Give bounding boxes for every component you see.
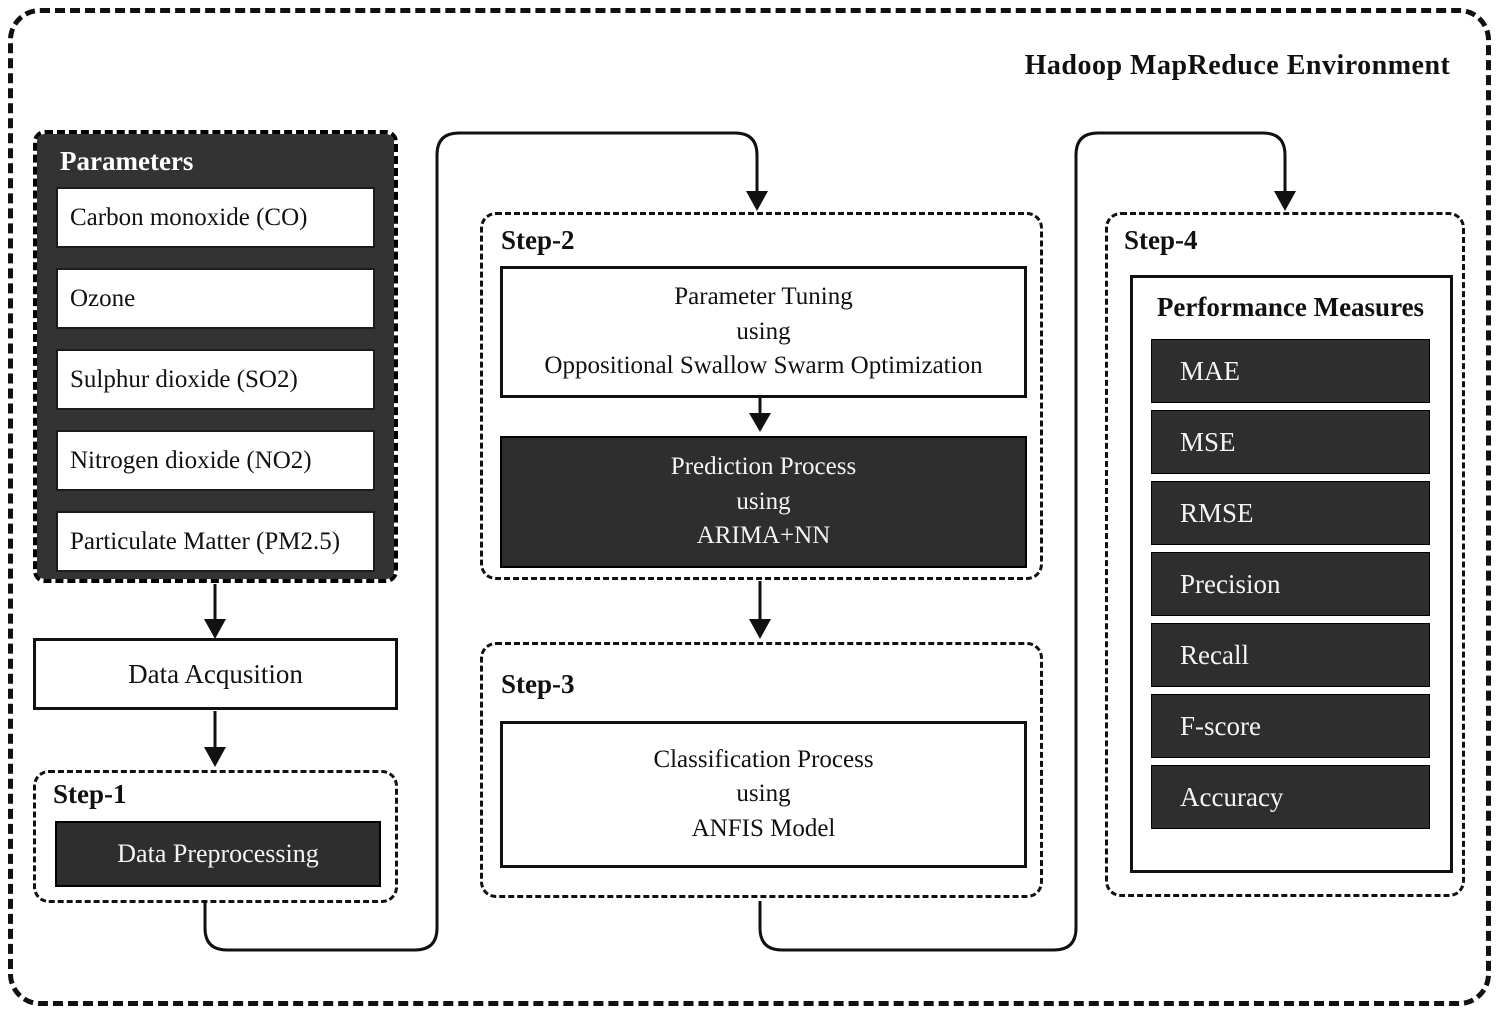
tuning-line-3: Oppositional Swallow Swarm Optimization bbox=[544, 352, 983, 380]
tuning-line-1: Parameter Tuning bbox=[674, 283, 853, 311]
step1-container: Step-1 Data Preprocessing bbox=[33, 770, 398, 903]
parameter-item-co: Carbon monoxide (CO) bbox=[56, 187, 375, 248]
step3-container: Step-3 Classification Process using ANFI… bbox=[480, 642, 1043, 898]
performance-measures-panel: Performance Measures MAE MSE RMSE Precis… bbox=[1130, 275, 1453, 873]
measure-item-accuracy: Accuracy bbox=[1151, 765, 1430, 829]
step3-heading: Step-3 bbox=[501, 669, 575, 699]
classification-line-2: using bbox=[736, 780, 791, 808]
tuning-line-2: using bbox=[736, 317, 791, 345]
data-acquisition-box: Data Acqusition bbox=[33, 638, 398, 710]
step4-container: Step-4 Performance Measures MAE MSE RMSE… bbox=[1105, 212, 1465, 897]
environment-title: Hadoop MapReduce Environment bbox=[1024, 50, 1451, 81]
parameters-panel: Parameters Carbon monoxide (CO) Ozone Su… bbox=[33, 130, 398, 583]
measure-item-rmse: RMSE bbox=[1151, 481, 1430, 545]
measure-item-mae: MAE bbox=[1151, 339, 1430, 403]
performance-measures-heading: Performance Measures bbox=[1156, 292, 1425, 322]
parameter-item-pm25: Particulate Matter (PM2.5) bbox=[56, 511, 375, 572]
parameter-item-so2: Sulphur dioxide (SO2) bbox=[56, 349, 375, 410]
measure-item-mse: MSE bbox=[1151, 410, 1430, 474]
measure-item-recall: Recall bbox=[1151, 623, 1430, 687]
parameter-item-no2: Nitrogen dioxide (NO2) bbox=[56, 430, 375, 491]
classification-process-box: Classification Process using ANFIS Model bbox=[500, 721, 1027, 868]
step1-heading: Step-1 bbox=[53, 779, 127, 809]
classification-line-1: Classification Process bbox=[653, 745, 874, 773]
prediction-line-2: using bbox=[736, 487, 791, 515]
step2-heading: Step-2 bbox=[501, 225, 575, 255]
classification-line-3: ANFIS Model bbox=[691, 814, 836, 842]
parameter-item-ozone: Ozone bbox=[56, 268, 375, 329]
step4-heading: Step-4 bbox=[1124, 225, 1198, 255]
step2-container: Step-2 Parameter Tuning using Opposition… bbox=[480, 212, 1043, 580]
data-preprocessing-box: Data Preprocessing bbox=[55, 821, 381, 887]
parameter-tuning-box: Parameter Tuning using Oppositional Swal… bbox=[500, 266, 1027, 398]
prediction-line-1: Prediction Process bbox=[670, 453, 857, 481]
environment-border bbox=[8, 8, 1491, 1006]
prediction-line-3: ARIMA+NN bbox=[696, 522, 831, 550]
measure-item-precision: Precision bbox=[1151, 552, 1430, 616]
parameters-heading: Parameters bbox=[60, 146, 194, 176]
prediction-process-box: Prediction Process using ARIMA+NN bbox=[500, 436, 1027, 568]
measure-item-fscore: F-score bbox=[1151, 694, 1430, 758]
